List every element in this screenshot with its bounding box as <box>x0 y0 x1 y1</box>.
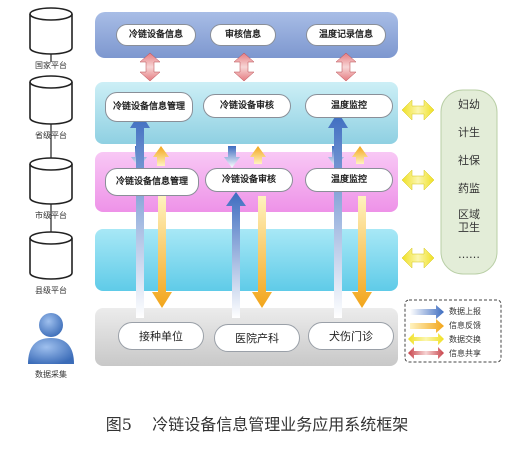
legend-upload-arrow <box>410 305 444 319</box>
external-systems-list: 妇幼 计生 社保 药监 区域 卫生 …… <box>441 90 497 274</box>
level-label-data-collection: 数据采集 <box>35 370 67 379</box>
feedback-arrow-short-3 <box>352 146 368 164</box>
legend-label-share: 信息共享 <box>449 349 481 358</box>
exchange-arrow-1 <box>401 99 435 121</box>
share-arrow-1 <box>139 52 161 82</box>
upload-arrow-short-2 <box>224 146 240 168</box>
legend-exchange-arrow <box>408 333 444 345</box>
national-item-0[interactable]: 冷链设备信息 <box>116 24 196 46</box>
side-item-1[interactable]: 计生 <box>458 126 480 139</box>
share-arrow-3 <box>335 52 357 82</box>
legend-feedback-arrow <box>410 319 444 333</box>
county-platform-band <box>95 229 398 291</box>
database-icon-provincial <box>29 75 73 125</box>
exchange-arrow-3 <box>401 247 435 269</box>
side-item-4[interactable]: 区域 卫生 <box>458 208 480 234</box>
figure-caption: 图5 冷链设备信息管理业务应用系统框架 <box>105 415 409 434</box>
national-item-1[interactable]: 审核信息 <box>210 24 276 46</box>
database-icon-city <box>29 157 73 205</box>
level-label-national: 国家平台 <box>35 61 67 70</box>
feedback-arrow-short-2 <box>250 146 266 164</box>
exchange-arrow-2 <box>401 169 435 191</box>
upload-arrow-long-3 <box>328 112 348 318</box>
city-item-0[interactable]: 冷链设备信息管理 <box>105 168 199 196</box>
city-item-1[interactable]: 冷链设备审核 <box>205 168 293 192</box>
city-item-2[interactable]: 温度监控 <box>305 168 393 192</box>
side-item-2[interactable]: 社保 <box>458 154 480 167</box>
feedback-arrow-long-3 <box>352 196 372 308</box>
legend-label-feedback: 信息反馈 <box>449 321 481 330</box>
side-item-5: …… <box>458 248 480 261</box>
level-label-county: 县级平台 <box>35 286 67 295</box>
bottom-item-1[interactable]: 医院产科 <box>214 324 300 352</box>
feedback-arrow-long-2 <box>252 196 272 308</box>
level-label-city: 市级平台 <box>35 211 67 220</box>
bottom-item-2[interactable]: 犬伤门诊 <box>308 322 394 350</box>
external-systems-panel <box>440 89 498 275</box>
feedback-arrow-short-1 <box>153 146 169 166</box>
upload-arrow-long-2 <box>226 192 246 318</box>
upload-arrow-long-1 <box>130 112 150 318</box>
legend-share-arrow <box>408 347 444 359</box>
side-item-0[interactable]: 妇幼 <box>458 98 480 111</box>
level-label-provincial: 省级平台 <box>35 131 67 140</box>
side-item-3[interactable]: 药监 <box>458 182 480 195</box>
provincial-item-0[interactable]: 冷链设备信息管理 <box>105 92 193 122</box>
database-icon-national <box>29 7 73 55</box>
legend-label-exchange: 数据交换 <box>449 335 481 344</box>
legend-box <box>404 299 502 363</box>
share-arrow-2 <box>233 52 255 82</box>
national-item-2[interactable]: 温度记录信息 <box>306 24 386 46</box>
provincial-item-2[interactable]: 温度监控 <box>305 94 393 118</box>
database-icon-county <box>29 231 73 280</box>
provincial-item-1[interactable]: 冷链设备审核 <box>203 94 291 118</box>
legend-label-upload: 数据上报 <box>449 307 481 316</box>
bottom-item-0[interactable]: 接种单位 <box>118 322 204 350</box>
user-icon <box>28 313 74 364</box>
feedback-arrow-long-1 <box>152 196 172 308</box>
